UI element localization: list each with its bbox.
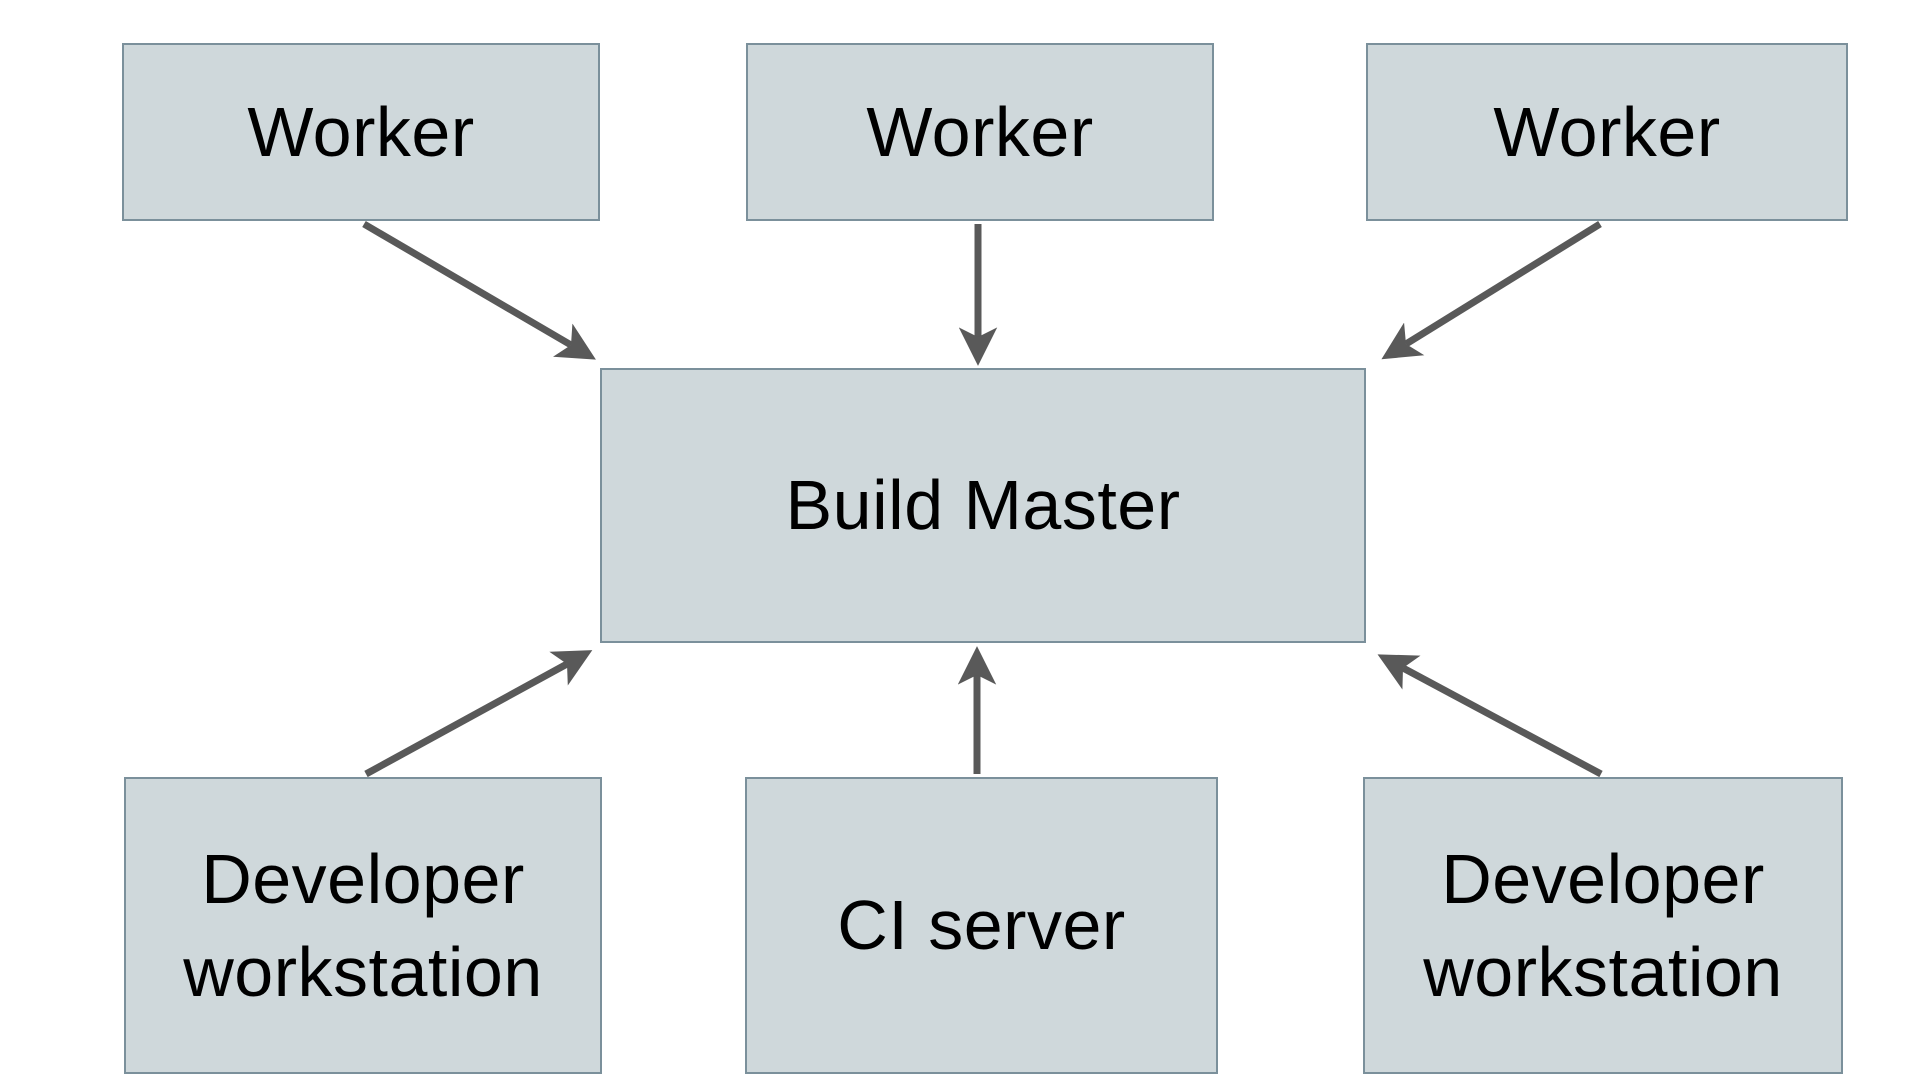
node-ci-server-label: CI server — [837, 886, 1126, 965]
node-ci-server: CI server — [745, 777, 1218, 1074]
node-developer-workstation-1: Developer workstation — [124, 777, 602, 1074]
node-worker-1-label: Worker — [247, 92, 475, 171]
node-worker-3-label: Worker — [1493, 92, 1721, 171]
node-worker-2-label: Worker — [866, 92, 1094, 171]
node-build-master: Build Master — [600, 368, 1366, 643]
node-worker-2: Worker — [746, 43, 1214, 221]
node-developer-workstation-2: Developer workstation — [1363, 777, 1843, 1074]
node-developer-workstation-1-label: Developer workstation — [183, 840, 543, 1011]
arrow-worker1-to-build-master — [362, 220, 596, 360]
arrow-devworkstation1-to-build-master — [364, 650, 593, 778]
node-developer-workstation-2-label: Developer workstation — [1423, 840, 1783, 1011]
node-build-master-label: Build Master — [785, 466, 1181, 545]
arrow-devworkstation2-to-build-master — [1377, 654, 1603, 778]
node-worker-1: Worker — [122, 43, 600, 221]
arrow-worker3-to-build-master — [1381, 221, 1602, 360]
node-worker-3: Worker — [1366, 43, 1848, 221]
